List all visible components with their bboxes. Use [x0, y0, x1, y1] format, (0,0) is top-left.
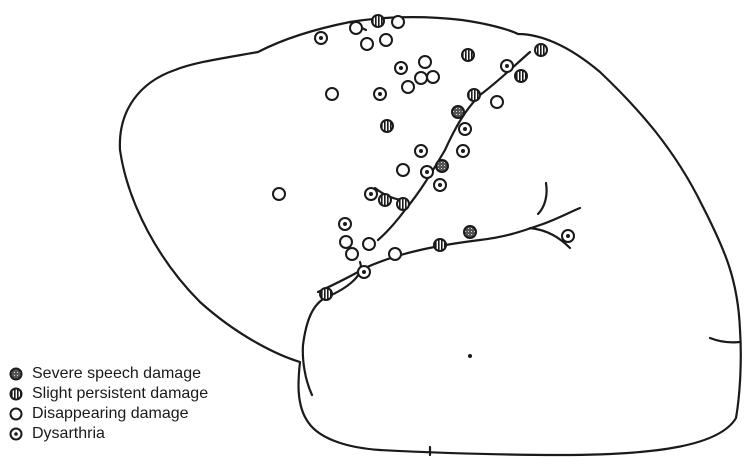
legend-item-disappearing: Disappearing damage — [8, 404, 208, 424]
severe-marker-icon — [8, 366, 24, 382]
marker-slight — [379, 194, 391, 206]
marker-slight — [462, 49, 474, 61]
marker-dysarthria — [434, 179, 446, 191]
marker-slight — [468, 89, 480, 101]
marker-disappearing — [402, 81, 414, 93]
legend-label: Severe speech damage — [32, 365, 201, 383]
dysarthria-marker-icon — [8, 426, 24, 442]
marker-slight — [535, 44, 547, 56]
disappearing-marker-icon — [8, 406, 24, 422]
marker-dysarthria — [315, 32, 327, 44]
marker-severe — [452, 106, 464, 118]
marker-disappearing — [392, 16, 404, 28]
marker-disappearing — [361, 38, 373, 50]
marker-dysarthria — [395, 62, 407, 74]
marker-dysarthria — [457, 145, 469, 157]
marker-disappearing — [326, 88, 338, 100]
marker-disappearing — [380, 34, 392, 46]
marker-dysarthria — [421, 166, 433, 178]
legend-label: Disappearing damage — [32, 405, 189, 423]
occipital-notch — [710, 338, 740, 342]
legend-item-severe: Severe speech damage — [8, 364, 208, 384]
marker-disappearing — [419, 56, 431, 68]
marker-slight — [397, 198, 409, 210]
marker-dysarthria — [562, 230, 574, 242]
marker-disappearing — [389, 248, 401, 260]
marker-dysarthria — [339, 218, 351, 230]
marker-severe — [436, 160, 448, 172]
marker-disappearing — [427, 71, 439, 83]
marker-disappearing — [346, 248, 358, 260]
marker-disappearing — [363, 238, 375, 250]
marker-dysarthria — [365, 188, 377, 200]
legend-item-dysarthria: Dysarthria — [8, 424, 208, 444]
marker-dysarthria — [459, 123, 471, 135]
temporal-lobe-boundary — [303, 262, 361, 395]
marker-slight — [381, 120, 393, 132]
marker-slight — [372, 15, 384, 27]
slight-marker-icon — [8, 386, 24, 402]
legend-label: Dysarthria — [32, 425, 105, 443]
marker-disappearing — [350, 22, 362, 34]
marker-slight — [320, 288, 332, 300]
marker-dysarthria — [415, 145, 427, 157]
marker-slight — [434, 239, 446, 251]
legend: Severe speech damage Slight persistent d… — [8, 364, 208, 444]
marker-dysarthria — [358, 266, 370, 278]
marker-disappearing — [397, 164, 409, 176]
marker-dysarthria — [374, 88, 386, 100]
marker-severe — [464, 226, 476, 238]
legend-label: Slight persistent damage — [32, 385, 208, 403]
postcentral-stub — [538, 183, 547, 214]
legend-item-slight: Slight persistent damage — [8, 384, 208, 404]
lesion-markers — [273, 15, 574, 300]
central-sulcus — [378, 52, 530, 240]
marker-disappearing — [491, 96, 503, 108]
marker-dysarthria — [501, 60, 513, 72]
speck — [468, 354, 472, 358]
marker-disappearing — [340, 236, 352, 248]
marker-disappearing — [415, 72, 427, 84]
marker-slight — [515, 70, 527, 82]
marker-disappearing — [273, 188, 285, 200]
